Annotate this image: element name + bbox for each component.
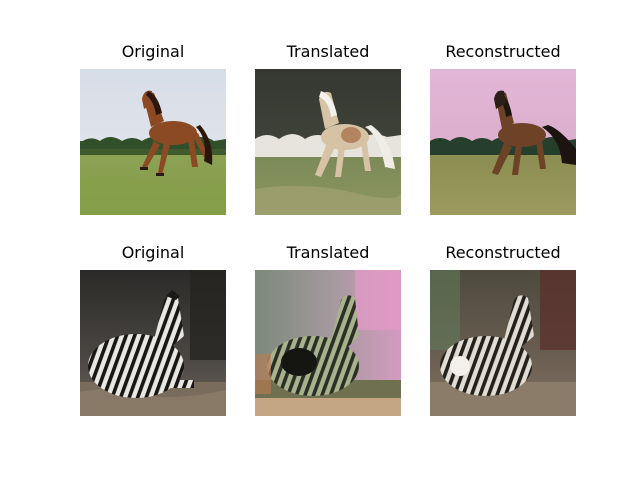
panel-title: Reconstructed xyxy=(445,42,561,61)
horse-original-image xyxy=(80,69,226,215)
panel-title: Original xyxy=(121,42,185,61)
horse-reconstructed-image xyxy=(430,69,576,215)
zebra-translated-image xyxy=(255,270,401,416)
panel-title: Reconstructed xyxy=(445,243,561,262)
panel-title: Original xyxy=(121,243,185,262)
horse-translated-image xyxy=(255,69,401,215)
panel-title: Translated xyxy=(286,243,370,262)
zebra-original-image xyxy=(80,270,226,416)
zebra-reconstructed-image xyxy=(430,270,576,416)
panel-title: Translated xyxy=(286,42,370,61)
